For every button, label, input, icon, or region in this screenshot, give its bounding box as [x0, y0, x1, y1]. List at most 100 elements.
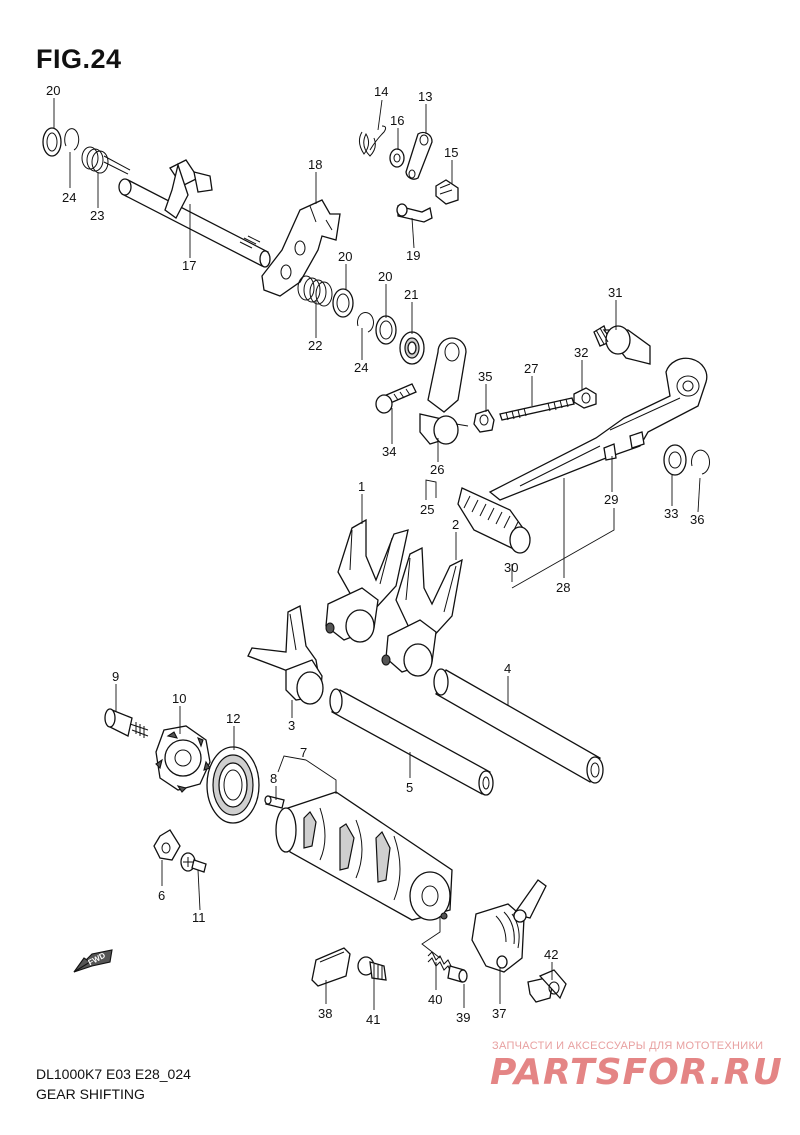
plate-38 [311, 947, 351, 987]
washer-33 [663, 444, 687, 476]
leader-lines [53, 98, 701, 1010]
part-group-link [375, 337, 597, 445]
part-label: 8 [270, 771, 277, 786]
part-label: 11 [192, 910, 206, 925]
joint-26 [419, 413, 469, 445]
spring-40 [427, 951, 453, 975]
part-label: 28 [556, 580, 570, 595]
fork-shaft-5 [329, 688, 494, 796]
pin-39 [447, 965, 468, 983]
gearshift-shaft-17 [118, 159, 271, 268]
part-label: 13 [418, 89, 432, 104]
screw-11 [180, 852, 207, 873]
pin-9 [104, 708, 149, 738]
part-label: 26 [430, 462, 444, 477]
pivot-bolt-31 [593, 325, 651, 365]
screw-41 [357, 956, 387, 981]
gearshift-cam-7 [275, 791, 453, 921]
part-group-lever [457, 325, 711, 554]
circlip-36 [691, 449, 711, 475]
washer-20b [332, 288, 354, 318]
part-label: 14 [374, 84, 388, 99]
part-label: 20 [46, 83, 60, 98]
shift-fork-2 [381, 546, 463, 677]
part-label: 17 [182, 258, 196, 273]
part-group-stopper [358, 125, 459, 223]
nut-32 [573, 387, 597, 409]
part-label: 27 [524, 361, 538, 376]
part-number-labels: 20 24 23 17 14 16 13 15 19 18 20 20 21 2… [46, 83, 704, 1027]
forward-direction-marker: FWD [73, 949, 113, 973]
part-label: 16 [390, 113, 404, 128]
part-label: 33 [664, 506, 678, 521]
part-label: 21 [404, 287, 418, 302]
link-arm-26 [427, 337, 467, 413]
part-label: 4 [504, 661, 511, 676]
circlip-24b [357, 312, 374, 333]
washer-20c [375, 315, 397, 345]
part-label: 41 [366, 1012, 380, 1027]
model-code: DL1000K7 E03 E28_024 [36, 1066, 191, 1082]
bolt-15 [435, 179, 459, 205]
fork-shaft-4 [433, 668, 604, 784]
part-label: 30 [504, 560, 518, 575]
shift-fork-3 [247, 605, 324, 705]
part-group-gear-position [311, 879, 567, 1003]
part-label: 31 [608, 285, 622, 300]
part-label: 32 [574, 345, 588, 360]
shift-arm-18 [261, 199, 341, 297]
part-label: 20 [338, 249, 352, 264]
section-name: GEAR SHIFTING [36, 1086, 145, 1102]
part-label: 40 [428, 992, 442, 1007]
part-label: 3 [288, 718, 295, 733]
washer-6 [153, 829, 181, 861]
oil-seal-21 [399, 331, 425, 365]
part-label: 42 [544, 947, 558, 962]
gear-position-switch-37 [471, 879, 547, 973]
bearing-12 [206, 746, 260, 824]
part-group-shift-arm [261, 199, 425, 365]
bolt-42 [527, 969, 567, 1003]
watermark-brand: PARTSFOR.RU [490, 1052, 783, 1093]
part-label: 1 [358, 479, 365, 494]
spring-22 [297, 275, 333, 307]
return-spring-23 [81, 146, 131, 175]
part-label: 34 [382, 444, 396, 459]
bolt-34 [375, 383, 417, 414]
part-group-shaft-spring [42, 127, 271, 268]
gearshift-lever-28 [488, 357, 708, 501]
part-label: 22 [308, 338, 322, 353]
stopper-arm-13 [405, 131, 433, 180]
circlip-24a [64, 128, 80, 151]
part-label: 39 [456, 1010, 470, 1025]
tie-rod-27 [499, 397, 575, 421]
spring-14 [358, 125, 387, 157]
part-label: 35 [478, 369, 492, 384]
part-label: 6 [158, 888, 165, 903]
part-label: 7 [300, 745, 307, 760]
part-label: 10 [172, 691, 186, 706]
part-label: 25 [420, 502, 434, 517]
part-label: 2 [452, 517, 459, 532]
part-label: 37 [492, 1006, 506, 1021]
part-group-retainer [153, 829, 207, 873]
part-label: 18 [308, 157, 322, 172]
nut-35 [473, 409, 495, 433]
part-label: 20 [378, 269, 392, 284]
cam-stopper-10 [155, 725, 211, 793]
pin-8 [264, 795, 285, 809]
part-label: 5 [406, 780, 413, 795]
washer-20a [42, 127, 62, 157]
part-label: 29 [604, 492, 618, 507]
part-group-cam-end [104, 708, 285, 824]
bolt-19 [396, 203, 433, 223]
figure-title: FIG.24 [36, 44, 122, 74]
part-label: 15 [444, 145, 458, 160]
part-label: 38 [318, 1006, 332, 1021]
part-label: 19 [406, 248, 420, 263]
part-label: 36 [690, 512, 704, 527]
part-label: 24 [62, 190, 76, 205]
part-label: 23 [90, 208, 104, 223]
part-label: 12 [226, 711, 240, 726]
